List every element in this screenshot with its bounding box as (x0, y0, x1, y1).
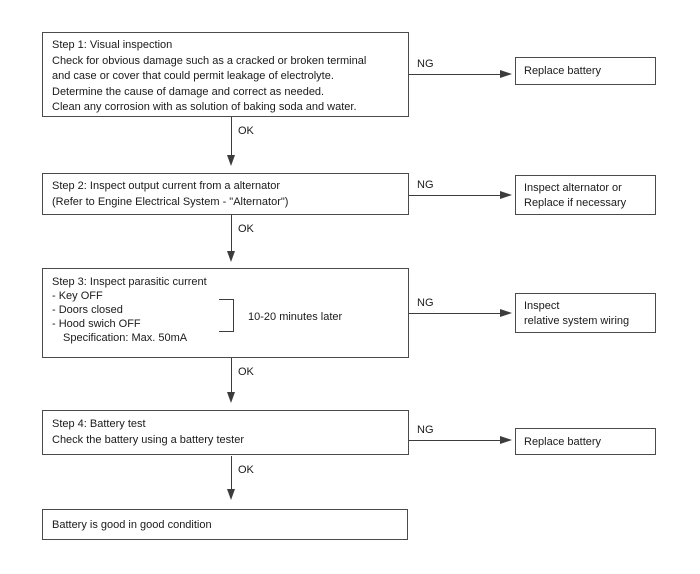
ng-arrowhead-icon (500, 70, 512, 78)
ok-label: OK (238, 125, 254, 137)
ng-arrow-line (409, 195, 501, 196)
ok-arrowhead-icon (227, 155, 235, 166)
step3-title: Step 3: Inspect parasitic current (52, 276, 207, 288)
ok-arrowhead-icon (227, 489, 235, 500)
step3-bracket-note: 10-20 minutes later (248, 311, 343, 323)
step4-title: Step 4: Battery test (52, 418, 146, 430)
ng-result4-text: Replace battery (524, 436, 602, 448)
ng-result4-box: Replace battery (515, 428, 656, 455)
step4-line: Check the battery using a battery tester (52, 433, 244, 446)
ok-arrowhead-icon (227, 251, 235, 262)
step3-item: - Hood swich OFF (52, 318, 141, 330)
step4-box: Step 4: Battery test Check the battery u… (42, 410, 409, 455)
ng-label: NG (417, 424, 434, 436)
ok-arrow-line (231, 358, 232, 393)
step2-title: Step 2: Inspect output current from a al… (52, 180, 281, 192)
ok-arrow-line (231, 215, 232, 252)
step1-line: Check for obvious damage such as a crack… (52, 54, 367, 67)
ng-arrowhead-icon (500, 309, 512, 317)
step3-item: - Doors closed (52, 304, 123, 316)
ok-arrow-line (231, 456, 232, 490)
step1-line: Clean any corrosion with as solution of … (52, 101, 357, 113)
step1-line: Determine the cause of damage and correc… (52, 85, 325, 98)
ng-arrow-line (409, 440, 501, 441)
ok-arrowhead-icon (227, 392, 235, 403)
ng-result3-line: Inspect (524, 300, 560, 312)
ng-arrow-line (409, 74, 501, 75)
step2-box: Step 2: Inspect output current from a al… (42, 173, 409, 215)
step3-spec: Specification: Max. 50mA (63, 332, 188, 344)
step1-box: Step 1: Visual inspection Check for obvi… (42, 32, 409, 117)
bracket-icon (219, 299, 234, 332)
ng-result2-box: Inspect alternator or Replace if necessa… (515, 175, 656, 215)
step2-line: (Refer to Engine Electrical System - "Al… (52, 195, 289, 208)
ng-result2-line: Inspect alternator or (524, 182, 622, 194)
ng-result3-line: relative system wiring (524, 315, 630, 327)
step1-title: Step 1: Visual inspection (52, 39, 173, 51)
step1-line: and case or cover that could permit leak… (52, 70, 334, 82)
ok-label: OK (238, 366, 254, 378)
step3-item: - Key OFF (52, 290, 103, 302)
ng-result1-text: Replace battery (524, 65, 602, 77)
ng-label: NG (417, 58, 434, 70)
ok-label: OK (238, 464, 254, 476)
step3-box: Step 3: Inspect parasitic current - Key … (42, 268, 409, 358)
ng-result2-line: Replace if necessary (524, 197, 627, 209)
ng-arrowhead-icon (500, 436, 512, 444)
ng-arrow-line (409, 313, 501, 314)
ok-arrow-line (231, 117, 232, 156)
final-result-text: Battery is good in good condition (52, 519, 212, 531)
ng-result1-box: Replace battery (515, 57, 656, 85)
ng-label: NG (417, 297, 434, 309)
ok-label: OK (238, 223, 254, 235)
ng-result3-box: Inspect relative system wiring (515, 293, 656, 333)
final-result-box: Battery is good in good condition (42, 509, 408, 540)
ng-arrowhead-icon (500, 191, 512, 199)
ng-label: NG (417, 179, 434, 191)
